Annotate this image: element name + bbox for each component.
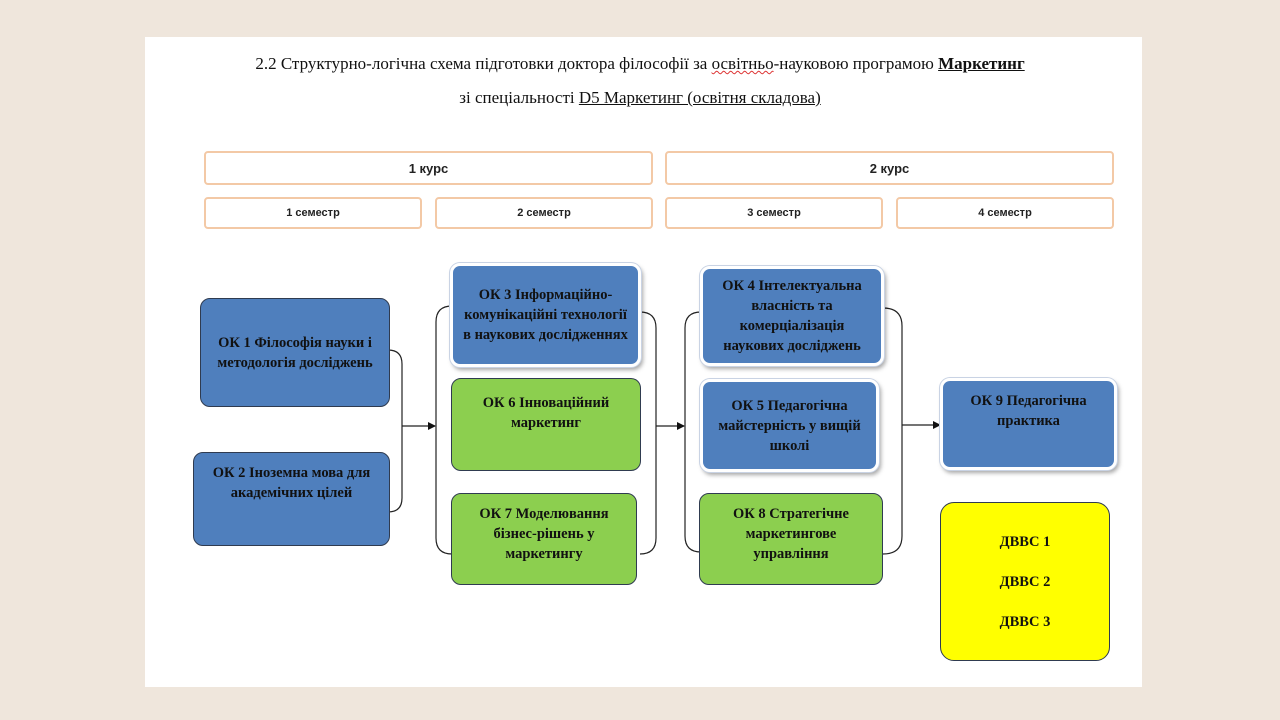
semester-1-header: 1 семестр bbox=[204, 197, 422, 229]
elective-3: ДВВС 3 bbox=[999, 613, 1051, 630]
node-ok6: ОК 6 Інноваційний маркетинг bbox=[451, 378, 641, 471]
semester-4-header: 4 семестр bbox=[896, 197, 1114, 229]
semester-3-header: 3 семестр bbox=[665, 197, 883, 229]
course-1-header: 1 курс bbox=[204, 151, 653, 185]
title-misspelled-word: освітньо bbox=[711, 54, 774, 73]
semester-2-header: 2 семестр bbox=[435, 197, 653, 229]
node-ok2: ОК 2 Іноземна мова для академічних цілей bbox=[193, 452, 390, 546]
node-ok8: ОК 8 Стратегічне маркетингове управління bbox=[699, 493, 883, 585]
node-ok5: ОК 5 Педагогічна майстерність у вищій шк… bbox=[700, 379, 879, 472]
node-ok3: ОК 3 Інформаційно-комунікаційні технолог… bbox=[450, 263, 641, 367]
subtitle-prefix: зі спеціальності bbox=[459, 88, 579, 107]
elective-1: ДВВС 1 bbox=[999, 533, 1051, 550]
program-name: Маркетинг bbox=[938, 54, 1025, 73]
elective-2: ДВВС 2 bbox=[999, 573, 1051, 590]
bracket-col3-right bbox=[882, 307, 903, 555]
bracket-col2-left bbox=[435, 305, 453, 555]
node-ok7: ОК 7 Моделювання бізнес-рішень у маркети… bbox=[451, 493, 637, 585]
specialty-name: D5 Маркетинг (освітня складова) bbox=[578, 88, 821, 107]
node-ok4: ОК 4 Інтелектуальна власність та комерці… bbox=[700, 266, 884, 366]
bracket-col3-left bbox=[684, 311, 702, 553]
diagram-title: 2.2 Структурно-логічна схема підготовки … bbox=[0, 54, 1280, 74]
node-ok9: ОК 9 Педагогічна практика bbox=[940, 378, 1117, 470]
bracket-col2-right bbox=[639, 311, 657, 555]
title-text-2: -науковою програмою bbox=[773, 54, 939, 73]
title-text-1: 2.2 Структурно-логічна схема підготовки … bbox=[255, 54, 712, 73]
course-2-header: 2 курс bbox=[665, 151, 1114, 185]
node-ok1: ОК 1 Філософія науки і методологія дослі… bbox=[200, 298, 390, 407]
diagram-subtitle: зі спеціальності D5 Маркетинг (освітня с… bbox=[0, 88, 1280, 108]
electives-box: ДВВС 1 ДВВС 2 ДВВС 3 bbox=[940, 502, 1110, 661]
bracket-col1 bbox=[387, 349, 403, 513]
